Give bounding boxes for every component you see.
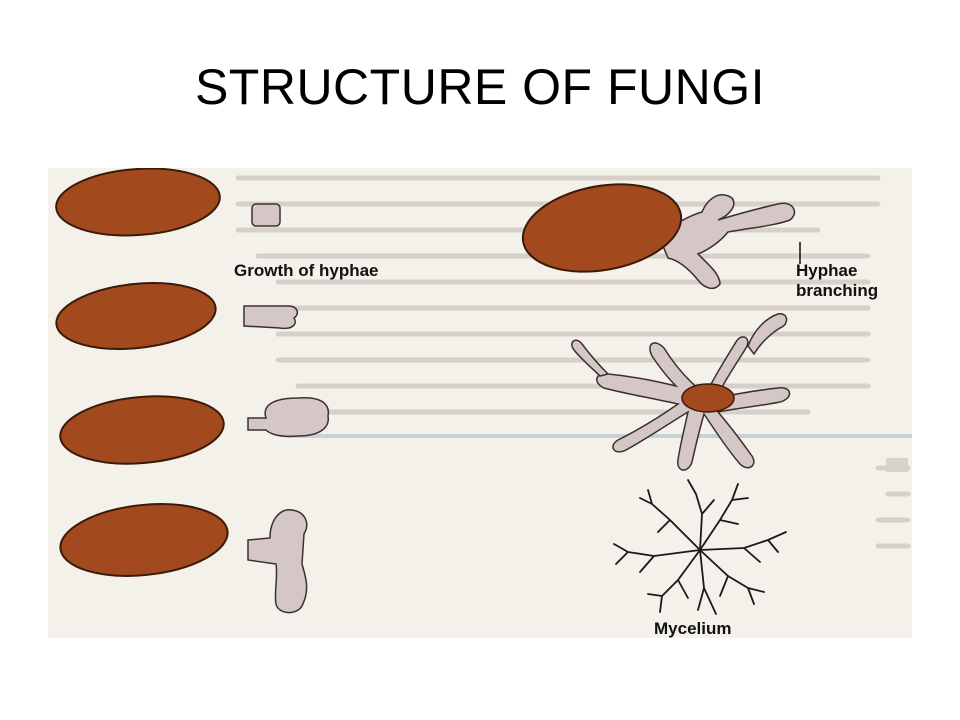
spore xyxy=(521,183,683,273)
spore xyxy=(55,168,221,237)
hypha-branch xyxy=(247,509,308,614)
mycelium-drawing xyxy=(613,479,787,615)
label-hyphae-branching-line1: Hyphae xyxy=(796,261,857,280)
hypha-branch-left xyxy=(571,339,610,377)
spore-stage-1 xyxy=(55,168,281,237)
spore xyxy=(681,383,735,413)
spore xyxy=(59,503,229,577)
label-growth-of-hyphae: Growth of hyphae xyxy=(234,261,379,280)
hypha-bud xyxy=(251,203,281,227)
spore-stage-3 xyxy=(59,395,330,465)
spore-branching-network xyxy=(571,313,791,471)
figure-canvas: Growth of hyphae Hyphae branching Myc xyxy=(48,168,912,638)
hypha-swelling xyxy=(247,397,330,438)
slide-title: STRUCTURE OF FUNGI xyxy=(194,59,766,115)
label-mycelium: Mycelium xyxy=(654,619,731,638)
label-hyphae-branching-line2: branching xyxy=(796,281,878,300)
hypha-branch-upper xyxy=(747,313,788,356)
hypha-extension xyxy=(243,305,299,330)
branching-hyphae xyxy=(657,194,796,290)
spore xyxy=(55,282,217,350)
spore-stage-4 xyxy=(59,503,308,614)
spore xyxy=(59,395,225,465)
spore-hyphae-branching xyxy=(521,183,796,290)
faded-heading-fragment xyxy=(886,458,908,472)
fungi-structure-figure: Growth of hyphae Hyphae branching Myc xyxy=(48,168,912,638)
spore-stage-2 xyxy=(55,282,299,350)
